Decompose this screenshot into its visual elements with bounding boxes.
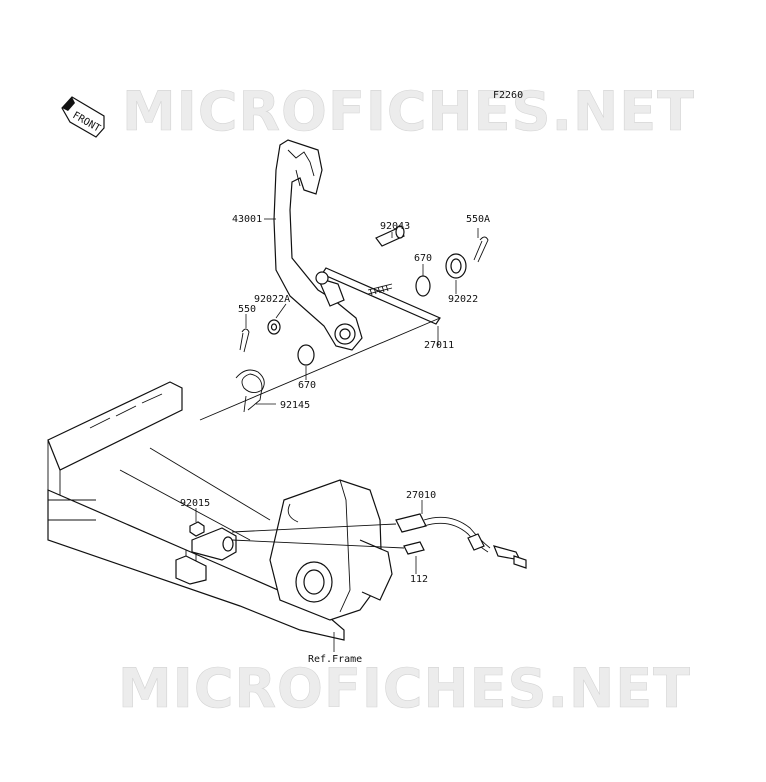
label-ref-frame: Ref.Frame	[308, 654, 362, 665]
cotter-pin-550A	[473, 236, 489, 263]
brake-pedal-43001	[273, 139, 363, 351]
label-92145: 92145	[280, 400, 310, 411]
nut-92015	[189, 521, 205, 537]
bolt-112	[231, 539, 425, 555]
pin-92043	[375, 225, 405, 247]
label-670-top: 670	[414, 253, 432, 264]
o-ring-670-top	[415, 275, 431, 297]
switch-bracket	[191, 527, 237, 561]
label-92043: 92043	[380, 221, 410, 232]
leader-lines	[195, 218, 479, 652]
label-27011: 27011	[424, 340, 454, 351]
spring-92145	[235, 369, 265, 413]
cotter-pin-550	[239, 328, 250, 353]
figure-code: F2260	[493, 90, 523, 101]
watermark-top: MICROFICHES.NET	[122, 80, 695, 143]
label-670-bottom: 670	[298, 380, 316, 391]
watermark-bottom: MICROFICHES.NET	[118, 657, 691, 720]
label-550: 550	[238, 304, 256, 315]
label-92015: 92015	[180, 498, 210, 509]
label-92022: 92022	[448, 294, 478, 305]
washer-92022A	[267, 319, 281, 335]
label-550A: 550A	[466, 214, 490, 225]
label-112: 112	[410, 574, 428, 585]
frame-ref	[47, 381, 393, 641]
label-92022A: 92022A	[254, 294, 290, 305]
spring-small	[367, 283, 393, 296]
label-27010: 27010	[406, 490, 436, 501]
brake-switch-27010	[231, 513, 527, 569]
front-arrow-icon: FRONT	[61, 96, 105, 138]
label-43001: 43001	[232, 214, 262, 225]
o-ring-670-bottom	[297, 344, 315, 366]
washer-92022	[445, 253, 467, 279]
